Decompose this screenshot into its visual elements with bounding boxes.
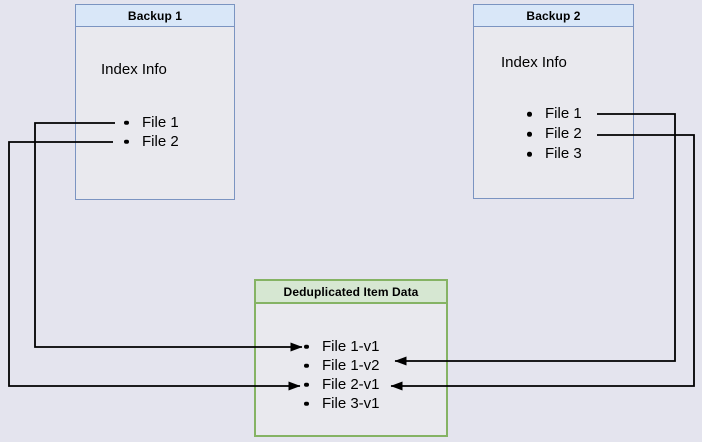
backup2-header: Backup 2: [474, 5, 633, 27]
dedup-item: File 1-v2: [304, 356, 380, 375]
backup2-file-item: File 1: [527, 104, 582, 124]
backup1-index-info-label: Index Info: [101, 61, 167, 78]
backup2-title: Backup 2: [526, 8, 581, 23]
dedup-title: Deduplicated Item Data: [283, 284, 419, 299]
backup1-box: Backup 1: [75, 4, 235, 200]
backup2-file-item: File 2: [527, 124, 582, 144]
backup1-file-item: File 2: [124, 132, 179, 151]
backup1-header: Backup 1: [76, 5, 234, 27]
dedup-item: File 2-v1: [304, 375, 380, 394]
backup2-index-info-label: Index Info: [501, 54, 567, 71]
dedup-header: Deduplicated Item Data: [256, 281, 446, 304]
backup2-file-item: File 3: [527, 144, 582, 164]
dedup-item: File 1-v1: [304, 337, 380, 356]
backup1-file-item: File 1: [124, 113, 179, 132]
dedup-item: File 3-v1: [304, 394, 380, 413]
backup2-box: Backup 2: [473, 4, 634, 199]
backup1-title: Backup 1: [127, 8, 183, 23]
